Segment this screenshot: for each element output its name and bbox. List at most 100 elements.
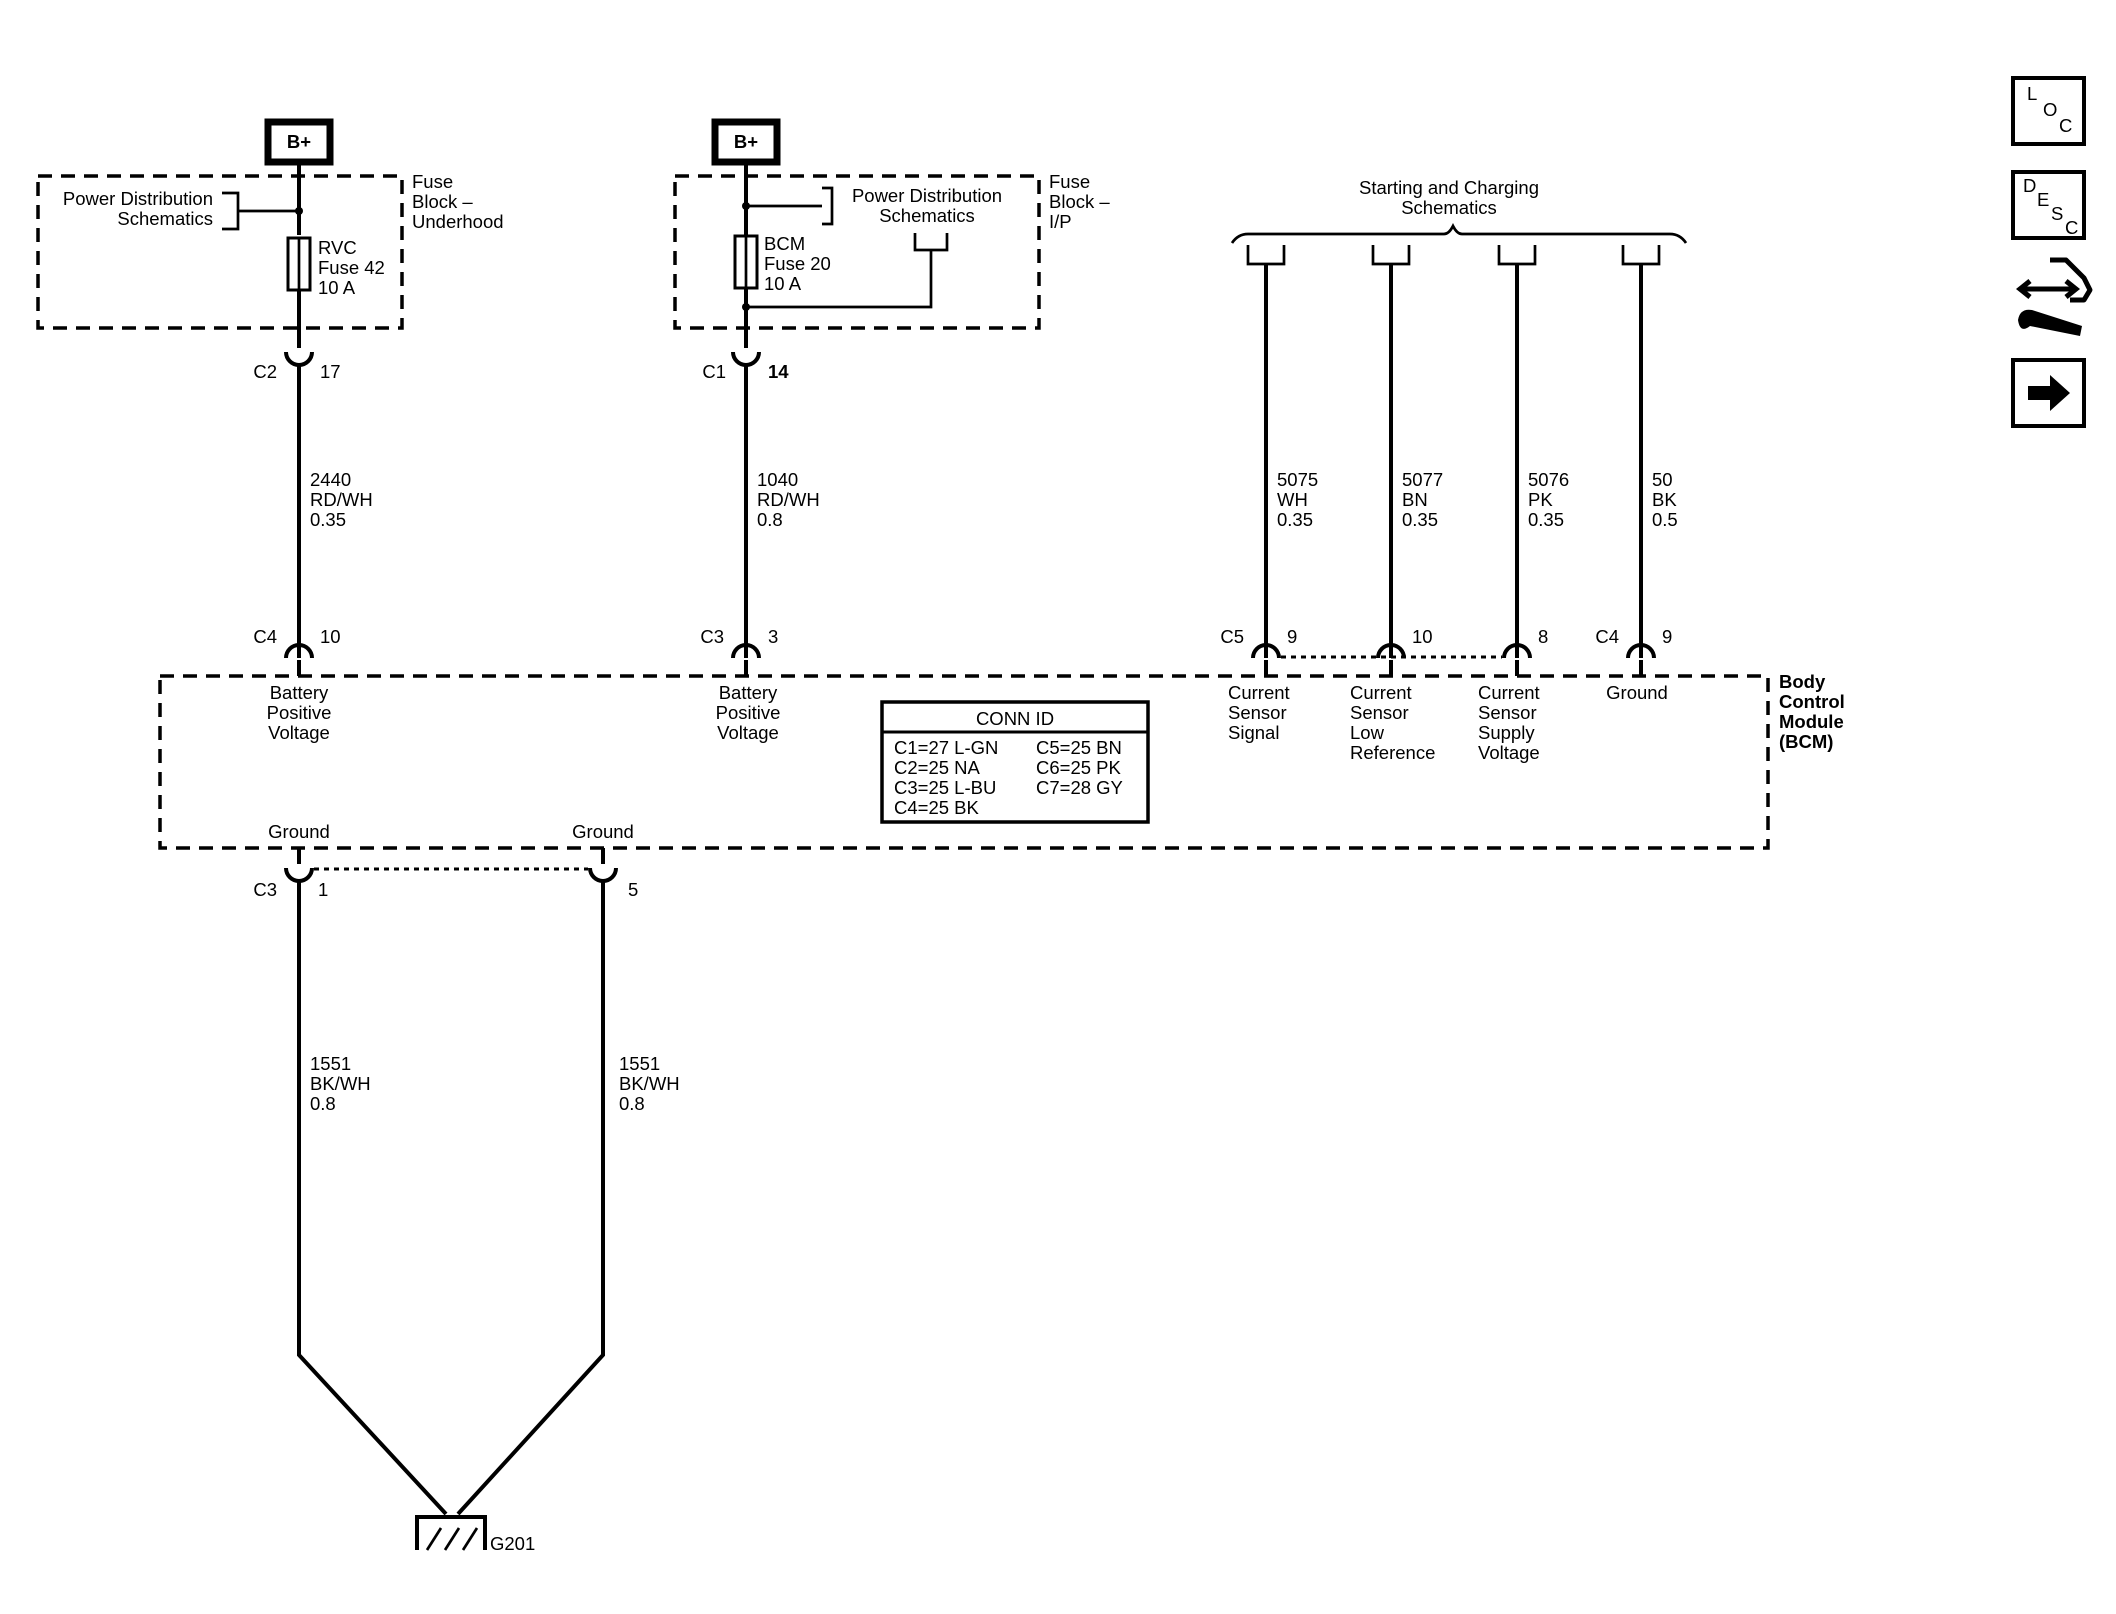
arrow-right-button[interactable] [2011, 358, 2086, 428]
pin-label: Signal [1228, 722, 1279, 743]
power-distribution-ref: Schematics [879, 205, 975, 226]
pin-label: Positive [267, 702, 332, 723]
bplus-label: B+ [734, 131, 758, 152]
wire-label-5077: 5077 BN 0.35 [1402, 469, 1443, 530]
wire-color: BK/WH [619, 1073, 680, 1094]
connector-c4-9: C4 9 [1595, 626, 1672, 676]
fuse-block-underhood: B+ Fuse Block – Underhood Power Distribu… [36, 118, 504, 348]
fuse-block-label: Fuse [412, 171, 453, 192]
starting-charging-label: Schematics [1401, 197, 1497, 218]
circuit-number: 5076 [1528, 469, 1569, 490]
arrow-right-icon [2028, 375, 2070, 411]
loc-letter: O [2043, 99, 2057, 120]
connector-c3-3: C3 3 [700, 626, 778, 676]
circuit-number: 1551 [310, 1053, 351, 1074]
circuit-number: 5075 [1277, 469, 1318, 490]
power-distribution-ref: Schematics [117, 208, 213, 229]
connector-id: C2 [253, 361, 277, 382]
loc-button[interactable]: L O C [2011, 76, 2086, 146]
wire-color: WH [1277, 489, 1308, 510]
wire-gauge: 0.8 [619, 1093, 645, 1114]
pin-number: 1 [318, 879, 328, 900]
desc-button[interactable]: D E S C [2011, 170, 2086, 240]
wire-1551-b [456, 881, 605, 1516]
pin-label: Current [1350, 682, 1412, 703]
wire-color: BK/WH [310, 1073, 371, 1094]
conn-id-title: CONN ID [976, 708, 1054, 729]
pin-label: Ground [1606, 682, 1668, 703]
starting-charging-label: Starting and Charging [1359, 177, 1539, 198]
fuse-number: Fuse 20 [764, 253, 831, 274]
pin-number: 10 [320, 626, 341, 647]
pin-label: Ground [268, 821, 330, 842]
fuse-name: RVC [318, 237, 357, 258]
fuse-block-label: Fuse [1049, 171, 1090, 192]
pin-label: Positive [716, 702, 781, 723]
pin-label: Reference [1350, 742, 1435, 763]
conn-id-entry: C1=27 L-GN [894, 737, 998, 758]
bcm-label: (BCM) [1779, 731, 1833, 752]
connector-wrench-icon[interactable] [2015, 257, 2093, 336]
connector-id: C1 [702, 361, 726, 382]
connector-id: C4 [1595, 626, 1619, 647]
connector-id: C3 [700, 626, 724, 647]
circuit-number: 2440 [310, 469, 351, 490]
power-distribution-ref: Power Distribution [63, 188, 213, 209]
wire-color: BN [1402, 489, 1428, 510]
desc-letter: S [2051, 203, 2063, 224]
pin-number: 5 [628, 879, 638, 900]
pin-label: Sensor [1478, 702, 1537, 723]
fuse-block-ip: B+ Fuse Block – I/P Power Distribution S… [673, 118, 1110, 348]
connector-id: C4 [253, 626, 277, 647]
connector-id: C3 [253, 879, 277, 900]
fuse-block-underhood-box [36, 174, 404, 330]
connector-c3-bottom: C3 1 5 [253, 848, 638, 900]
loc-letter: L [2027, 83, 2037, 104]
wire-label-5076: 5076 PK 0.35 [1528, 469, 1569, 530]
wire-gauge: 0.35 [1528, 509, 1564, 530]
wire-label-1551-b: 1551 BK/WH 0.8 [619, 1053, 680, 1114]
desc-letter: D [2023, 175, 2036, 196]
pin-number: 8 [1538, 626, 1548, 647]
pin-number: 14 [768, 361, 789, 382]
fuse-rating: 10 A [764, 273, 802, 294]
loc-letter: C [2059, 115, 2072, 136]
pin-label: Current [1228, 682, 1290, 703]
wire-color: RD/WH [310, 489, 373, 510]
pin-label: Battery [270, 682, 329, 703]
conn-id-entry: C6=25 PK [1036, 757, 1122, 778]
wire-label-50: 50 BK 0.5 [1652, 469, 1678, 530]
conn-id-table: CONN ID C1=27 L-GN C2=25 NA C3=25 L-BU C… [880, 700, 1150, 824]
circuit-number: 1551 [619, 1053, 660, 1074]
circuit-number: 1040 [757, 469, 798, 490]
pin-label: Voltage [717, 722, 779, 743]
pin-label: Battery [719, 682, 778, 703]
fuse-block-label: Block – [412, 191, 473, 212]
connector-id: C5 [1220, 626, 1244, 647]
conn-id-entry: C5=25 BN [1036, 737, 1122, 758]
wire-gauge: 0.35 [1402, 509, 1438, 530]
fuse-name: BCM [764, 233, 805, 254]
bcm-label: Module [1779, 711, 1844, 732]
wire-gauge: 0.8 [310, 1093, 336, 1114]
connector-c2: C2 17 [253, 332, 341, 658]
connector-c5: C5 9 10 8 [1220, 626, 1548, 676]
wire-gauge: 0.8 [757, 509, 783, 530]
power-distribution-ref: Power Distribution [852, 185, 1002, 206]
circuit-number: 5077 [1402, 469, 1443, 490]
fuse-block-label: I/P [1049, 211, 1072, 232]
bplus-terminal [711, 118, 781, 166]
wire-color: BK [1652, 489, 1677, 510]
wire-label-2440: 2440 RD/WH 0.35 [310, 469, 373, 530]
starting-charging-ref: Starting and Charging Schematics [1230, 177, 1688, 266]
pin-label: Sensor [1228, 702, 1287, 723]
wire-gauge: 0.5 [1652, 509, 1678, 530]
bcm-label: Body [1779, 671, 1826, 692]
pin-number: 9 [1662, 626, 1672, 647]
wire-label-5075: 5075 WH 0.35 [1277, 469, 1318, 530]
circuit-number: 50 [1652, 469, 1673, 490]
desc-letter: E [2037, 189, 2049, 210]
fuse-block-label: Block – [1049, 191, 1110, 212]
pin-label: Low [1350, 722, 1385, 743]
